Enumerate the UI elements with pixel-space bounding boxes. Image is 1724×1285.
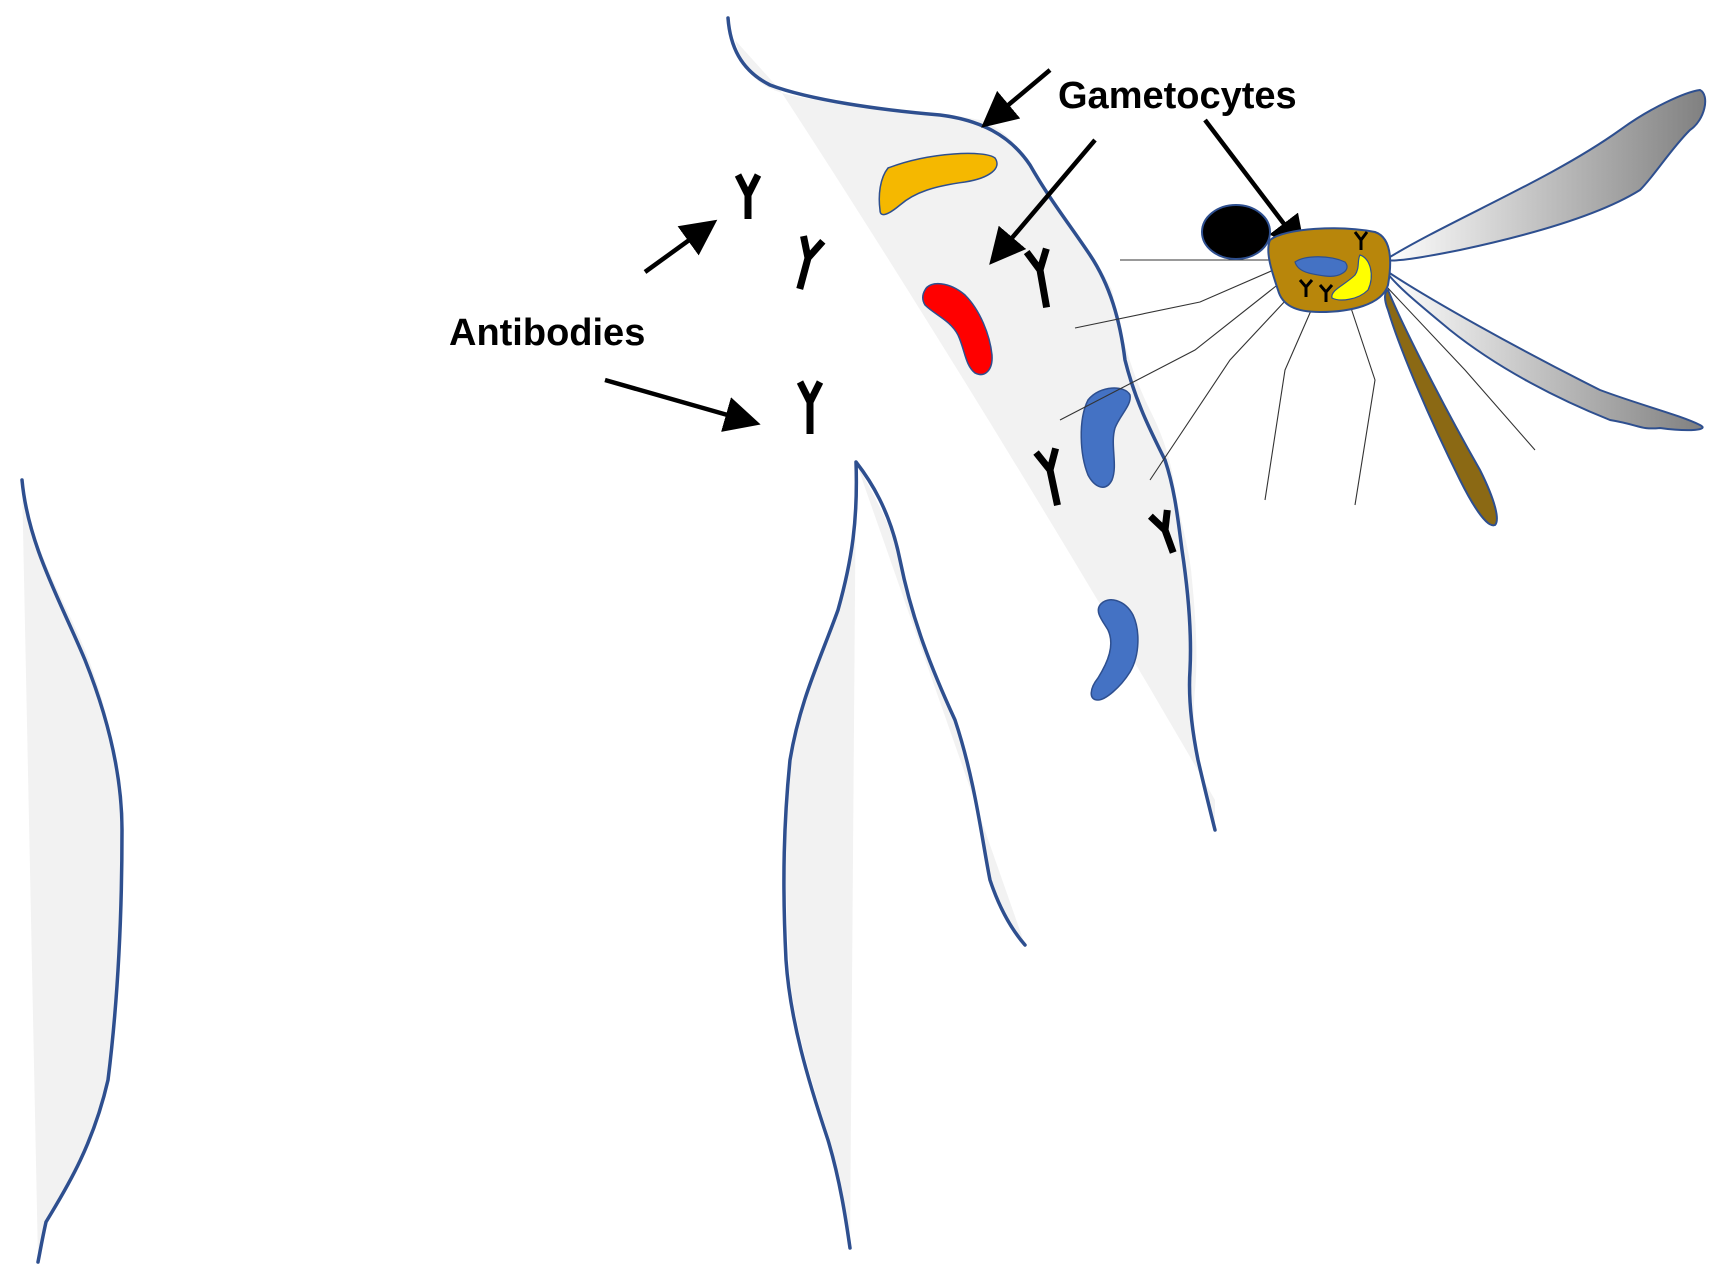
antibodies-label: Antibodies: [449, 312, 645, 354]
gametocyte-red: [922, 283, 993, 376]
antibody-icon: [796, 235, 826, 290]
skin-fold-left: [20, 478, 124, 1264]
antibody-icon: [796, 380, 824, 434]
blood-vessel: [726, 16, 1217, 832]
arrows: [604, 68, 1306, 432]
gametocytes-label: Gametocytes: [1058, 75, 1297, 117]
antibody-icon: [1023, 247, 1051, 309]
mosquito-icon: [1059, 88, 1707, 527]
gametocyte-blue-1: [1080, 387, 1131, 488]
antibody-icon: [734, 173, 762, 219]
gametocyte-yellow: [878, 152, 998, 216]
gametocyte-blue-2: [1090, 599, 1139, 701]
antibody-icon: [1033, 447, 1061, 506]
antibody-icon: [1147, 509, 1177, 554]
skin-fold-middle: [782, 460, 1027, 1250]
